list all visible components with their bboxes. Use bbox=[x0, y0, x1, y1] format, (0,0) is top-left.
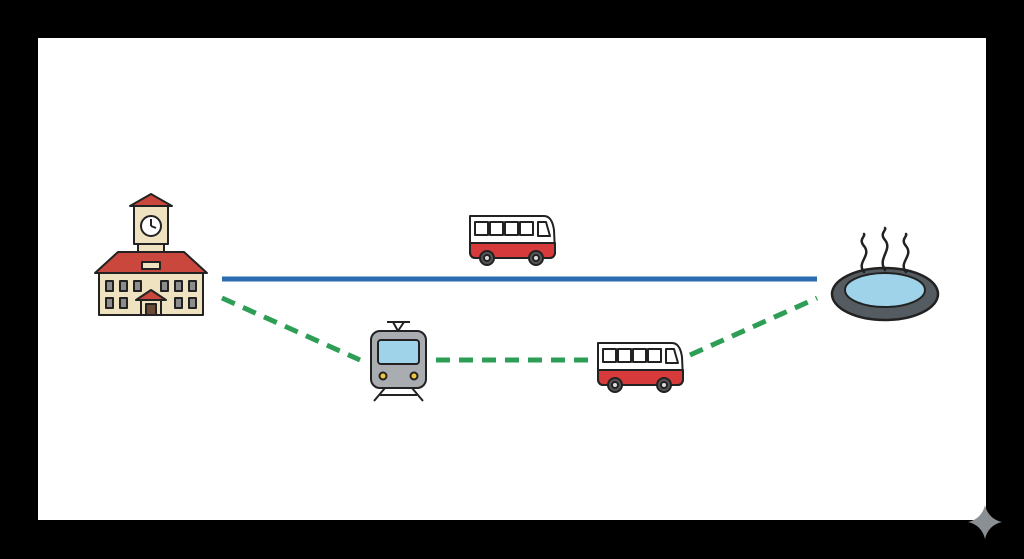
hot-spring-icon bbox=[830, 226, 940, 322]
bus-icon-direct bbox=[469, 215, 556, 266]
transfer-route-segment-1 bbox=[220, 295, 362, 363]
clock-tower-icon bbox=[94, 193, 208, 316]
sparkle-icon bbox=[968, 505, 1002, 539]
transfer-route bbox=[220, 295, 819, 363]
transfer-route-segment-3 bbox=[688, 295, 819, 358]
tram-icon bbox=[370, 321, 427, 402]
bus-icon-transfer bbox=[597, 342, 684, 393]
